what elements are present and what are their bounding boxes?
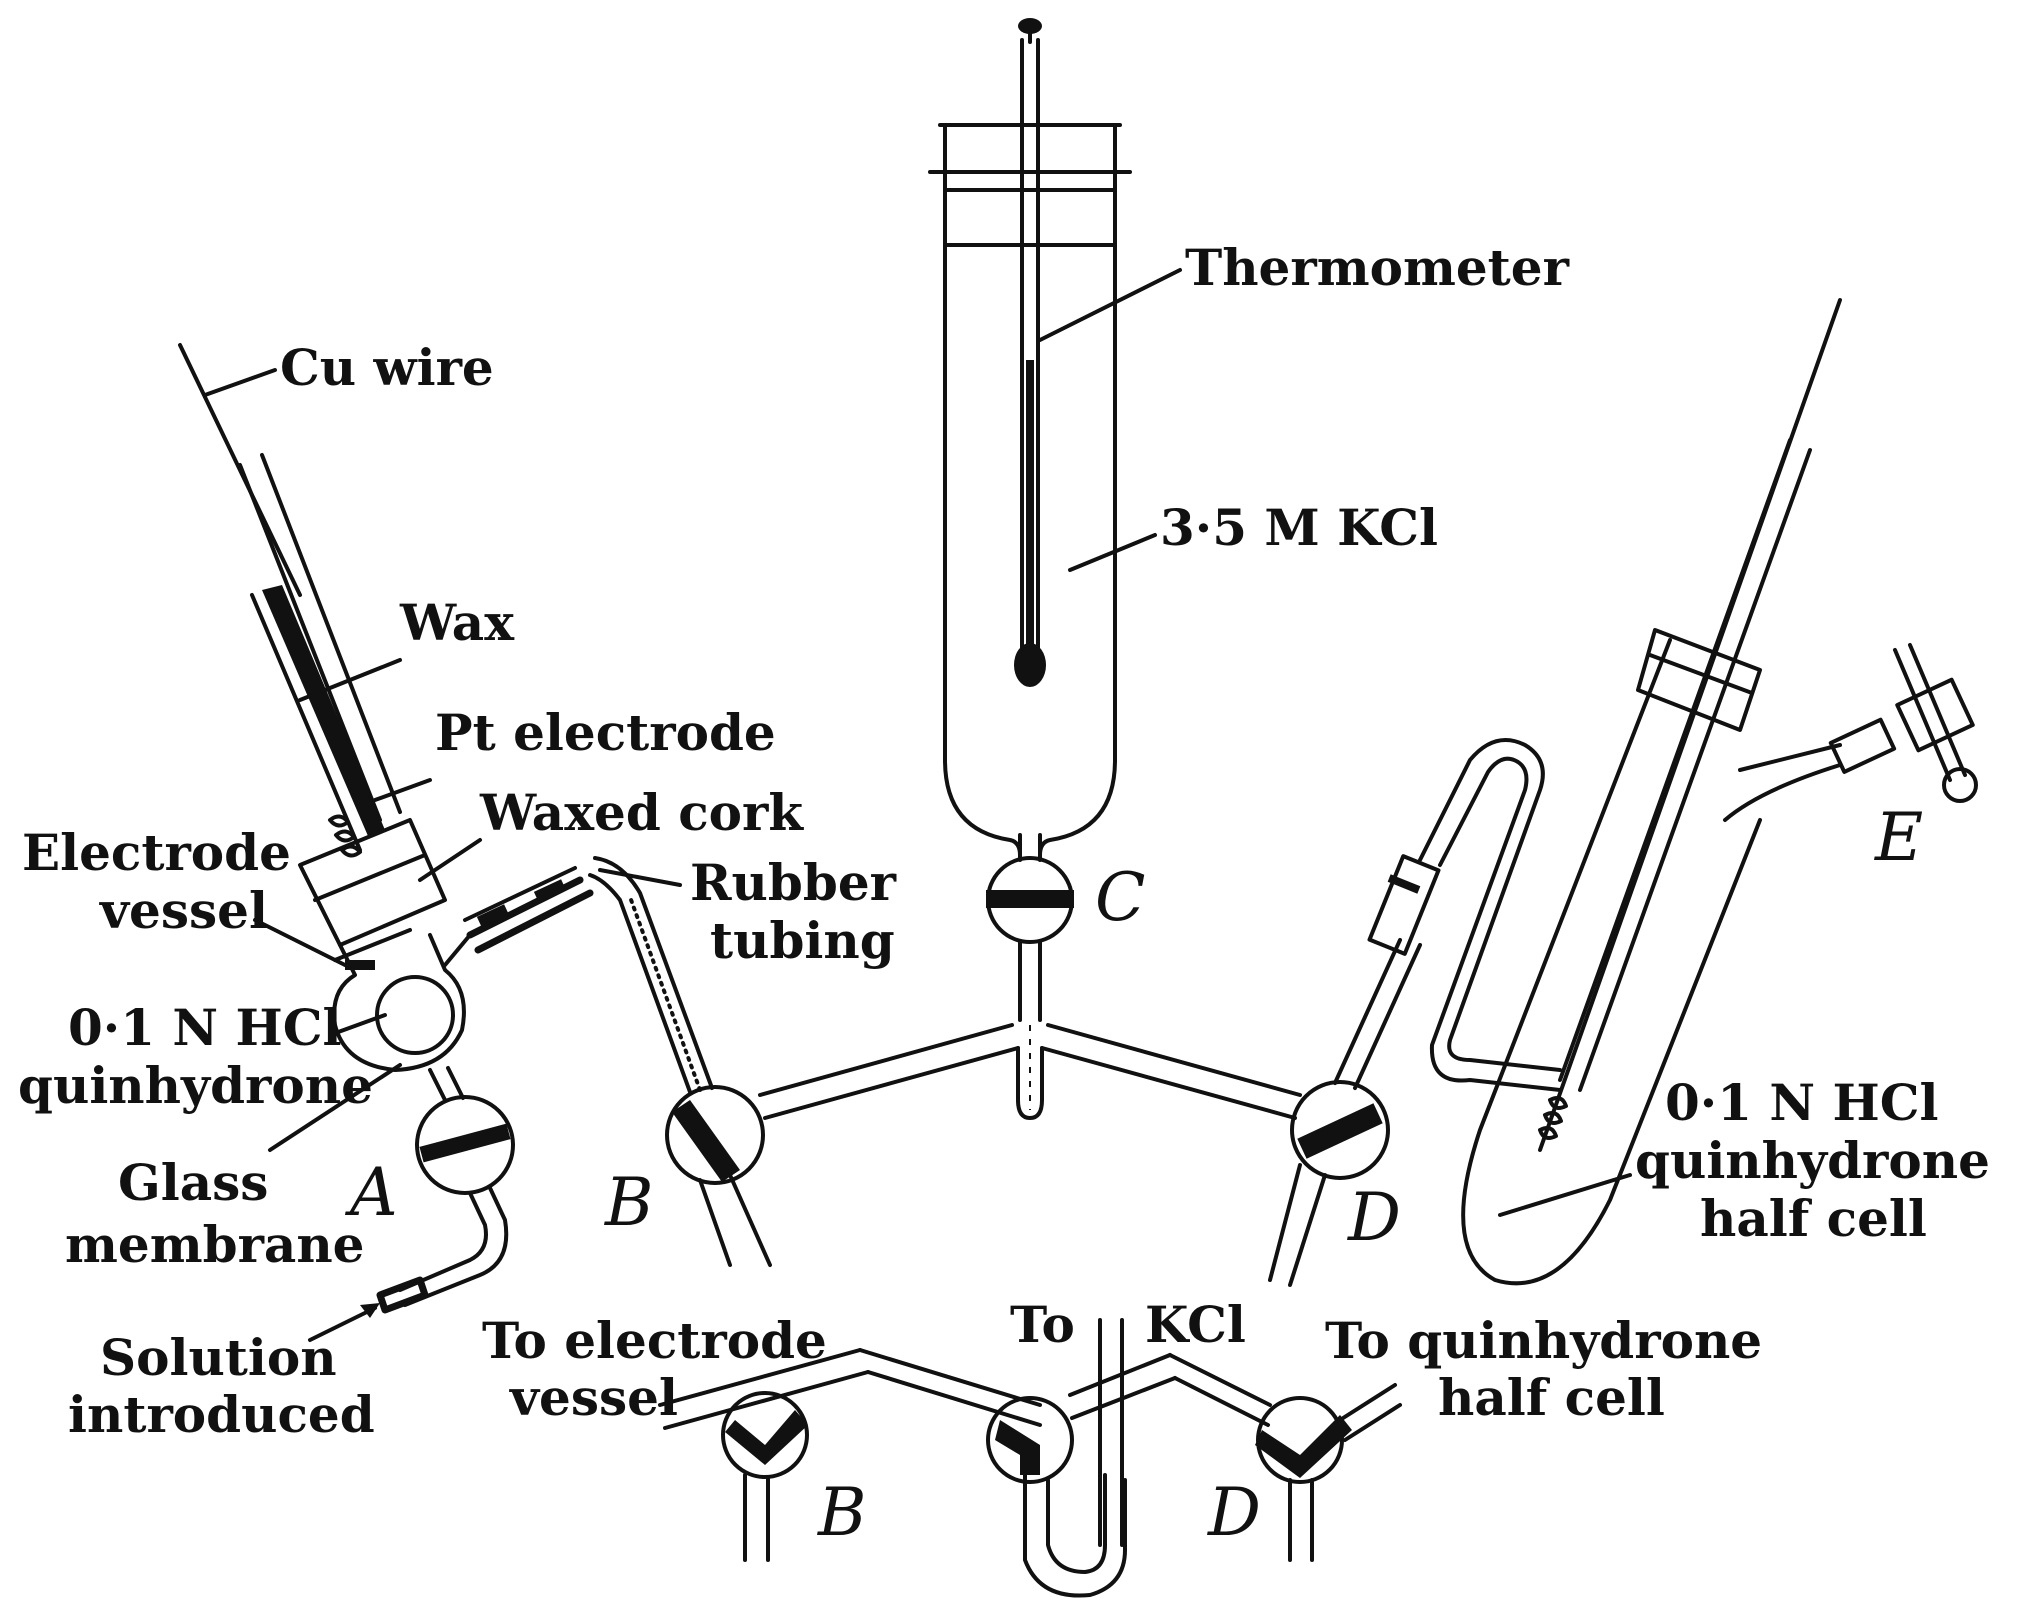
electrode-vessel-assembly <box>178 343 515 1314</box>
stopcock-e <box>1828 643 1978 803</box>
label-electrode-vessel-2: vessel <box>99 881 268 940</box>
label-kcl-conc: 3·5 M KCl <box>1160 498 1438 557</box>
label-to-quinhydrone-2: half cell <box>1438 1368 1665 1427</box>
label-to-kcl-1: To <box>1010 1295 1075 1354</box>
quinhydrone-half-cell <box>1461 298 1842 1286</box>
stopcock-c <box>986 833 1074 1022</box>
label-hcl-left-1: 0·1 N HCl <box>68 998 342 1057</box>
letter-c: C <box>1095 859 1146 936</box>
label-electrode-vessel-1: Electrode <box>22 823 291 882</box>
detail-stopcock-b <box>658 1348 870 1562</box>
label-hcl-right-2: quinhydrone <box>1635 1131 1990 1190</box>
label-hcl-right-1: 0·1 N HCl <box>1665 1073 1939 1132</box>
bridge-tubing <box>758 1023 1302 1120</box>
detail-stopcock-d <box>1168 1353 1402 1562</box>
label-waxed-cork: Waxed cork <box>479 783 804 842</box>
label-rubber-tubing-2: tubing <box>710 911 895 970</box>
stopcock-d <box>1268 854 1441 1287</box>
label-glass-membrane-2: membrane <box>65 1215 365 1274</box>
label-hcl-left-2: quinhydrone <box>18 1056 373 1115</box>
label-solution-2: introduced <box>68 1385 375 1444</box>
stopcock-a <box>376 1095 515 1314</box>
label-to-electrode-1: To electrode <box>482 1311 827 1370</box>
waxed-cork <box>298 818 447 947</box>
thermometer <box>1014 18 1046 687</box>
detail-stopcock-c <box>858 1318 1177 1598</box>
u-tube <box>1418 738 1562 1092</box>
label-to-electrode-2: vessel <box>509 1368 678 1427</box>
letter-b-detail: B <box>817 1474 867 1551</box>
label-hcl-right-3: half cell <box>1700 1189 1927 1248</box>
text-labels: Cu wire Wax Pt electrode Waxed cork Elec… <box>18 238 1990 1444</box>
wax-sheath <box>262 585 385 836</box>
letter-b: B <box>604 1164 654 1241</box>
kcl-reservoir <box>928 18 1132 1022</box>
stopcock-letters: A B C D E B D <box>344 799 1923 1551</box>
label-thermometer: Thermometer <box>1185 238 1570 297</box>
letter-d-detail: D <box>1207 1474 1261 1551</box>
label-to-kcl-2: KCl <box>1145 1295 1246 1354</box>
label-glass-membrane-1: Glass <box>118 1153 268 1212</box>
letter-a: A <box>344 1154 398 1231</box>
stopcock-b <box>588 856 772 1267</box>
rubber-tubing <box>463 866 594 954</box>
label-pt-electrode: Pt electrode <box>435 703 776 762</box>
letter-d: D <box>1347 1179 1401 1256</box>
label-to-quinhydrone-1: To quinhydrone <box>1325 1311 1762 1370</box>
label-wax: Wax <box>399 593 515 652</box>
label-cu-wire: Cu wire <box>280 338 494 397</box>
label-rubber-tubing-1: Rubber <box>690 853 897 912</box>
label-solution-1: Solution <box>100 1328 337 1387</box>
leader-lines <box>203 268 1632 1342</box>
letter-e: E <box>1874 799 1923 876</box>
